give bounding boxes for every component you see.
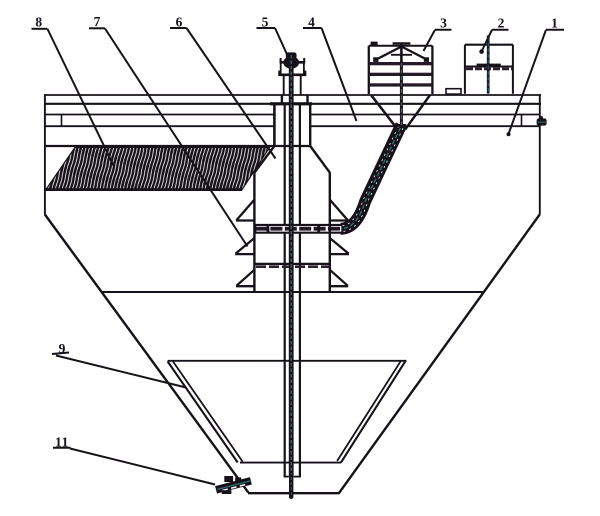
svg-text:5: 5: [262, 15, 269, 30]
svg-text:4: 4: [308, 15, 315, 30]
svg-text:3: 3: [440, 16, 447, 31]
svg-text:9: 9: [59, 341, 66, 356]
svg-text:7: 7: [94, 14, 101, 29]
svg-text:1: 1: [551, 16, 558, 31]
svg-text:8: 8: [35, 14, 42, 29]
svg-text:2: 2: [498, 16, 505, 31]
svg-text:6: 6: [176, 15, 183, 30]
svg-text:11: 11: [55, 435, 69, 450]
